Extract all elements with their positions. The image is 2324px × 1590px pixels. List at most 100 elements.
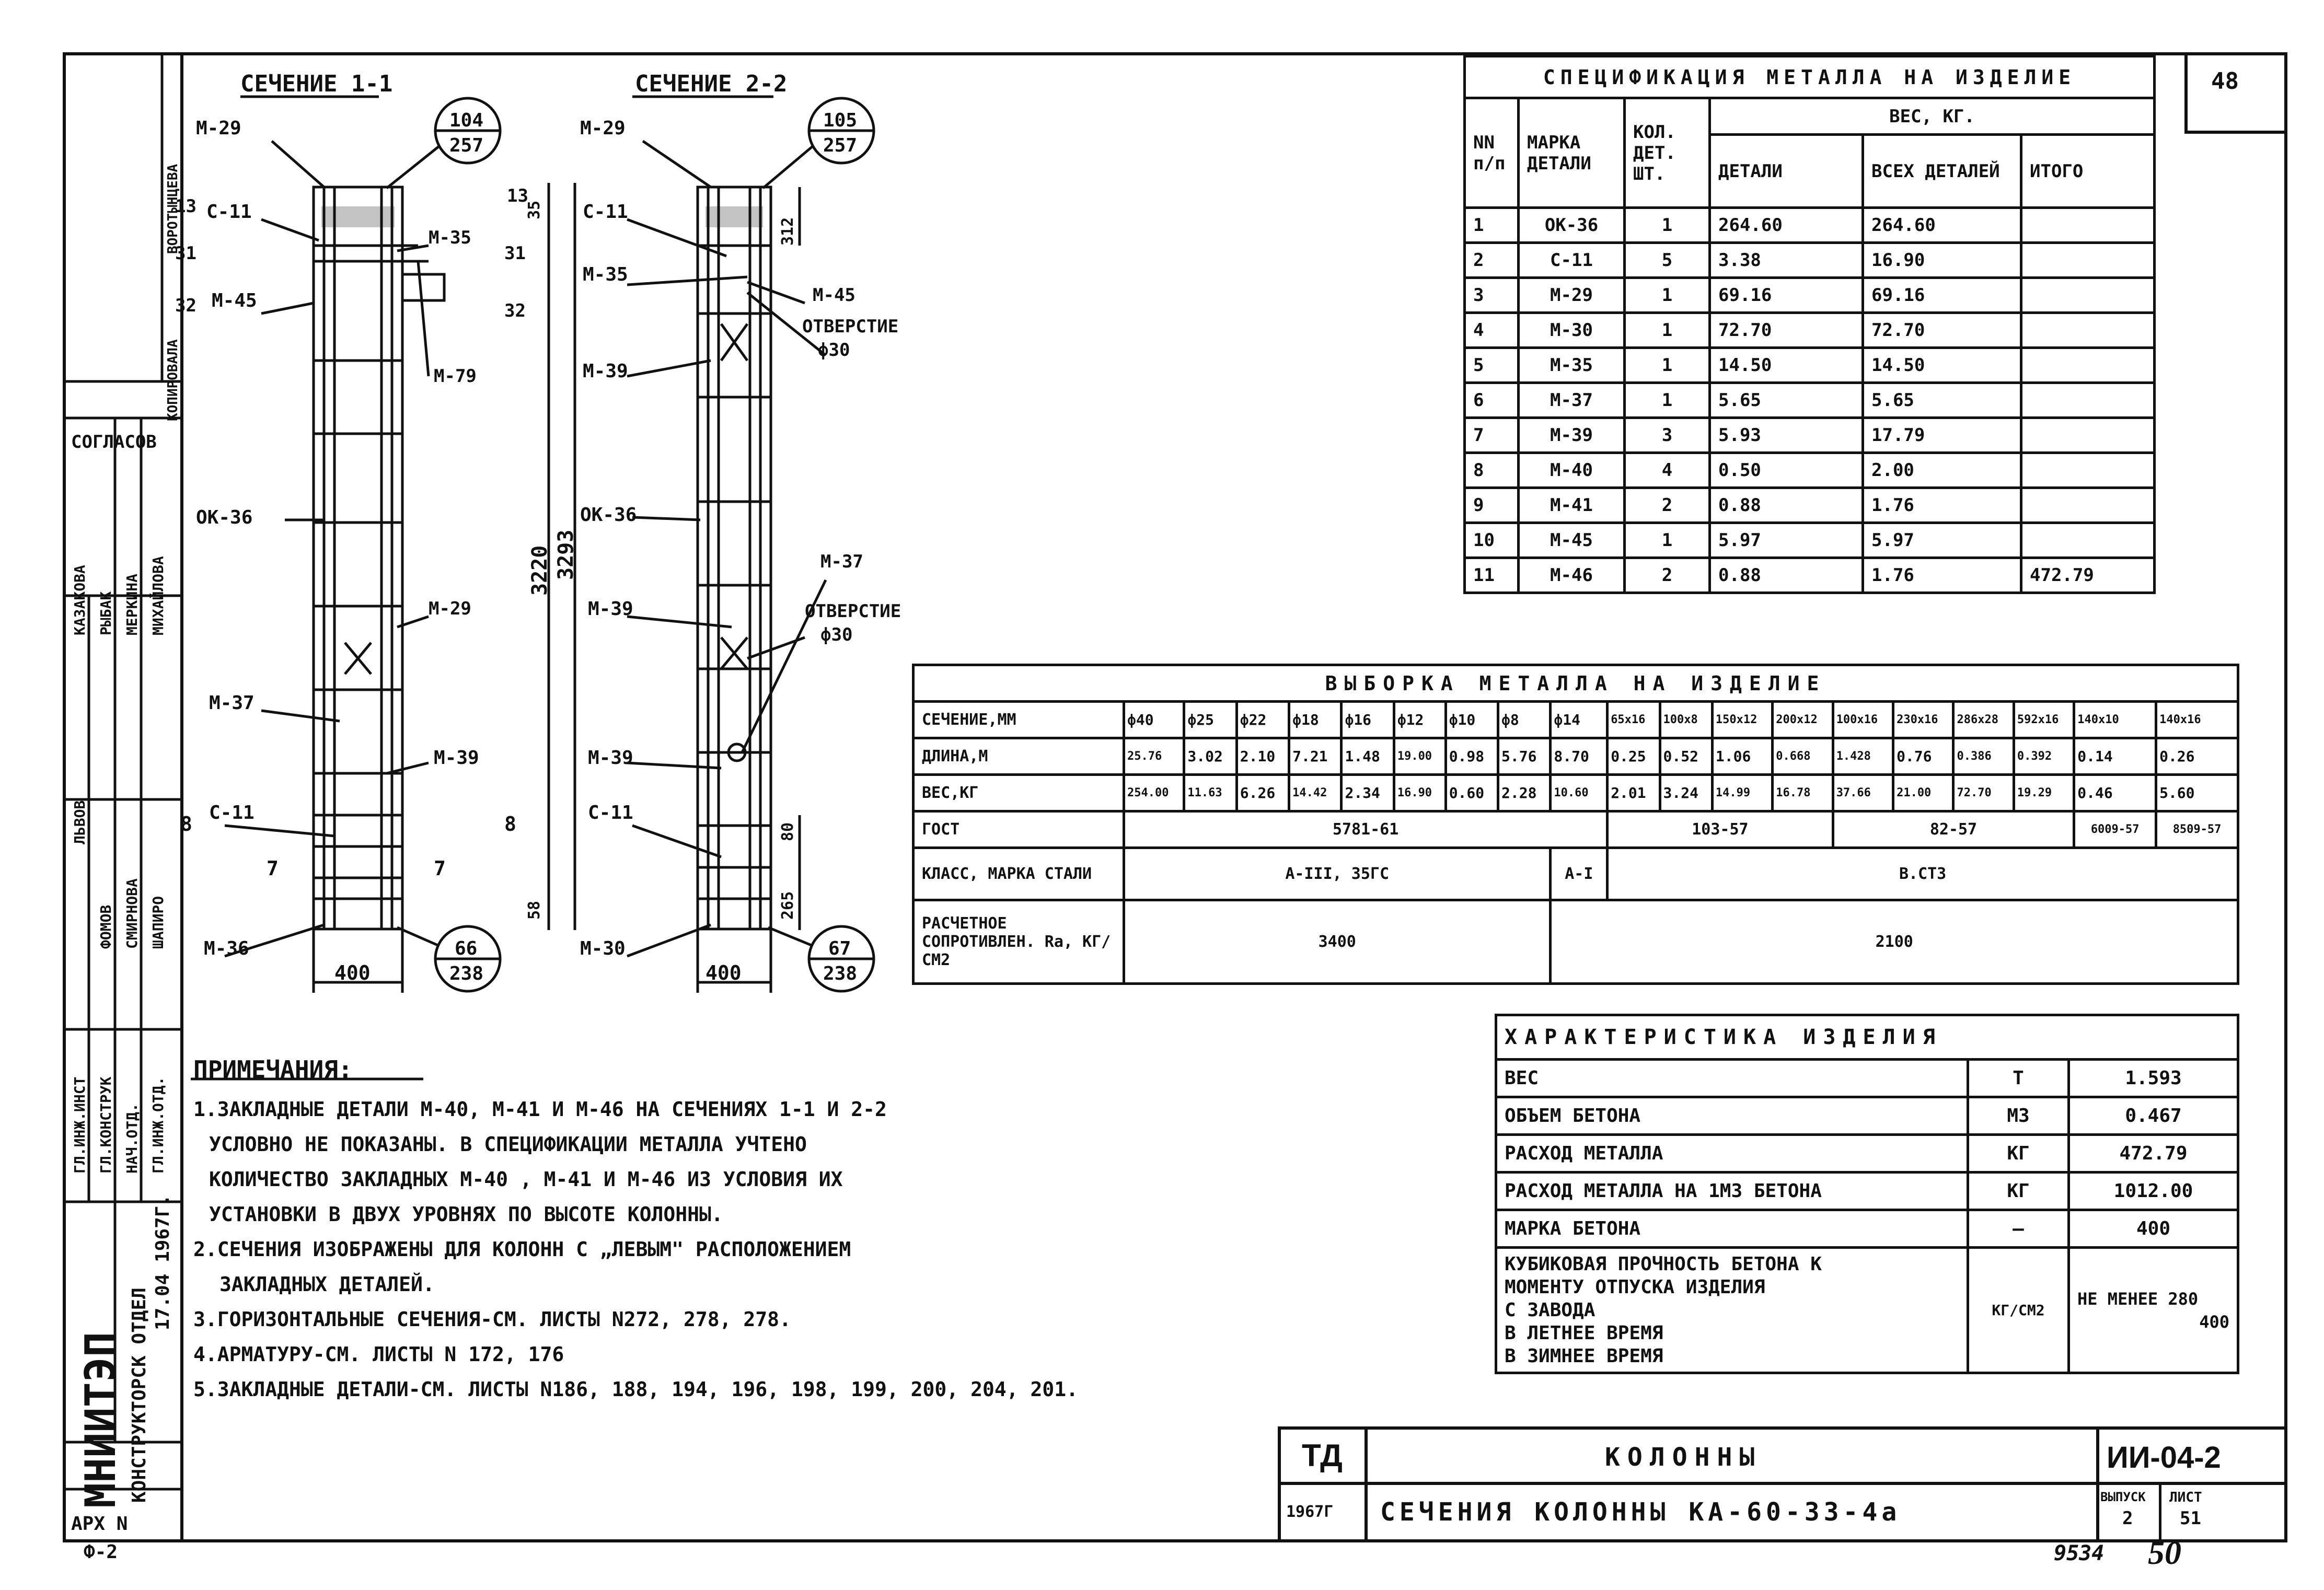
- class-3: В.СТ3: [1606, 846, 2239, 901]
- section2-mark-bot-1: 67: [828, 938, 851, 959]
- char-cell: РАСХОД МЕТАЛЛА НА 1М3 БЕТОНА: [1495, 1171, 1969, 1211]
- gost-5: 8509-57: [2155, 810, 2239, 849]
- spec-cell: М-29: [1517, 276, 1626, 314]
- section1-outline: [312, 185, 404, 931]
- spec-cell: С-11: [1517, 241, 1626, 279]
- sheet-number: 48: [2211, 68, 2239, 95]
- wt-cell: 16.78: [1771, 773, 1834, 813]
- spec-cell: [2020, 346, 2156, 384]
- wt-cell: 2.34: [1340, 773, 1395, 813]
- char-cell: 472.79: [2067, 1133, 2239, 1174]
- char-cell: ВЕС: [1495, 1058, 1969, 1098]
- axis-31-right: 31: [504, 243, 526, 264]
- drawing-frame: [180, 52, 2287, 1542]
- axis-31: 31: [175, 243, 196, 264]
- section2-mark-bot-2: 238: [823, 963, 858, 984]
- selection-row-weights: ВЕС,КГ: [912, 773, 1125, 813]
- spec-cell: М-39: [1517, 416, 1626, 454]
- section1-label-m36: М-36: [204, 938, 249, 959]
- section1-label-m37: М-37: [209, 692, 255, 714]
- note-line-8: 4.АРМАТУРУ-СМ. ЛИСТЫ N 172, 176: [193, 1343, 564, 1366]
- spec-cell: 10: [1463, 521, 1520, 559]
- notes-body: 1.ЗАКЛАДНЫЕ ДЕТАЛИ М-40, М-41 И М-46 НА …: [193, 1092, 1078, 1407]
- spec-cell: 14.50: [1861, 346, 2022, 384]
- spec-cell: [2020, 206, 2156, 244]
- section1-mark-top-1: 104: [449, 110, 484, 131]
- selection-row-class: КЛАСС, МАРКА СТАЛИ: [912, 846, 1125, 901]
- char-cell: ОБЪЕМ БЕТОНА: [1495, 1096, 1969, 1136]
- spec-cell: 1: [1623, 311, 1711, 349]
- selection-row-lengths: ДЛИНА,М: [912, 737, 1125, 776]
- spec-h-mark: МАРКА ДЕТАЛИ: [1517, 97, 1626, 209]
- spec-h-nn: NN п/п: [1463, 97, 1520, 209]
- sec-cell: ф8: [1497, 700, 1552, 739]
- section2-label-c11: С-11: [583, 201, 628, 223]
- sec-cell: 100х16: [1831, 700, 1895, 739]
- section2-label-m39c: М-39: [588, 747, 633, 769]
- note-line-5: 2.СЕЧЕНИЯ ИЗОБРАЖЕНЫ ДЛЯ КОЛОНН С „ЛЕВЫМ…: [193, 1238, 851, 1261]
- stamp-title-1: КОЛОННЫ: [1605, 1443, 1762, 1472]
- axis-32-right: 32: [504, 300, 526, 321]
- char-cell: 1012.00: [2067, 1171, 2239, 1211]
- spec-cell: [2020, 381, 2156, 419]
- sec-cell: 286х28: [1952, 700, 2015, 739]
- spec-cell: 14.50: [1708, 346, 1864, 384]
- char-cube-2: МОМЕНТУ ОТПУСКА ИЗДЕЛИЯ: [1505, 1276, 1765, 1298]
- char-cell: МАРКА БЕТОНА: [1495, 1209, 1969, 1249]
- spec-cell: 5.97: [1708, 521, 1864, 559]
- selection-title: ВЫБОРКА МЕТАЛЛА НА ИЗДЕЛИЕ: [912, 664, 2239, 703]
- section2-label-hole2: ОТВЕРСТИЕ: [805, 601, 901, 622]
- section2-dim-265: 265: [779, 891, 797, 920]
- wt-cell: 11.63: [1183, 773, 1238, 813]
- selection-row-sections: СЕЧЕНИЕ,ММ: [912, 700, 1125, 739]
- spec-cell: М-37: [1517, 381, 1626, 419]
- section2-dim-80: 80: [779, 822, 797, 841]
- len-cell: 0.386: [1952, 737, 2015, 776]
- len-cell: 25.76: [1122, 737, 1186, 776]
- section1-label-m29b: М-29: [429, 598, 471, 619]
- section2-label-m35: М-35: [583, 264, 628, 285]
- sec-cell: 100х8: [1658, 700, 1714, 739]
- wt-cell: 14.42: [1288, 773, 1343, 813]
- spec-cell: 1: [1623, 276, 1711, 314]
- spec-cell: 2: [1623, 486, 1711, 524]
- char-winter: В ЗИМНЕЕ ВРЕМЯ: [1505, 1345, 1663, 1367]
- len-cell: 1.48: [1340, 737, 1395, 776]
- sec-cell: 65х16: [1606, 700, 1661, 739]
- char-cell: РАСХОД МЕТАЛЛА: [1495, 1133, 1969, 1174]
- gost-3: 82-57: [1831, 810, 2076, 849]
- sec-cell: 592х16: [2012, 700, 2076, 739]
- section2-mark-top-2: 257: [823, 135, 858, 156]
- len-cell: 0.14: [2073, 737, 2158, 776]
- spec-cell: 0.88: [1708, 556, 1864, 594]
- stamp-td: ТД: [1302, 1438, 1343, 1473]
- spec-cell: 264.60: [1708, 206, 1864, 244]
- axis-32: 32: [175, 295, 196, 316]
- spec-cell: 264.60: [1861, 206, 2022, 244]
- wt-cell: 37.66: [1831, 773, 1895, 813]
- section1-label-m35: М-35: [429, 227, 471, 248]
- spec-cell: 1.76: [1861, 556, 2022, 594]
- spec-cell: 6: [1463, 381, 1520, 419]
- axis-8: 8: [180, 813, 192, 835]
- wt-cell: 0.60: [1444, 773, 1500, 813]
- res-2: 2100: [1549, 899, 2239, 985]
- spec-cell: 1: [1623, 381, 1711, 419]
- char-title: ХАРАКТЕРИСТИКА ИЗДЕЛИЯ: [1495, 1014, 2239, 1061]
- section2-label-m39: М-39: [583, 361, 628, 382]
- sec-cell: ф14: [1549, 700, 1609, 739]
- section1-label-m39: М-39: [434, 747, 479, 769]
- section2-label-d1: ф30: [818, 340, 850, 361]
- spec-cell: 72.70: [1708, 311, 1864, 349]
- section1-dim-3220: 3220: [528, 545, 552, 596]
- stamp-title-2: СЕЧЕНИЯ КОЛОННЫ КА-60-33-4а: [1380, 1498, 1901, 1527]
